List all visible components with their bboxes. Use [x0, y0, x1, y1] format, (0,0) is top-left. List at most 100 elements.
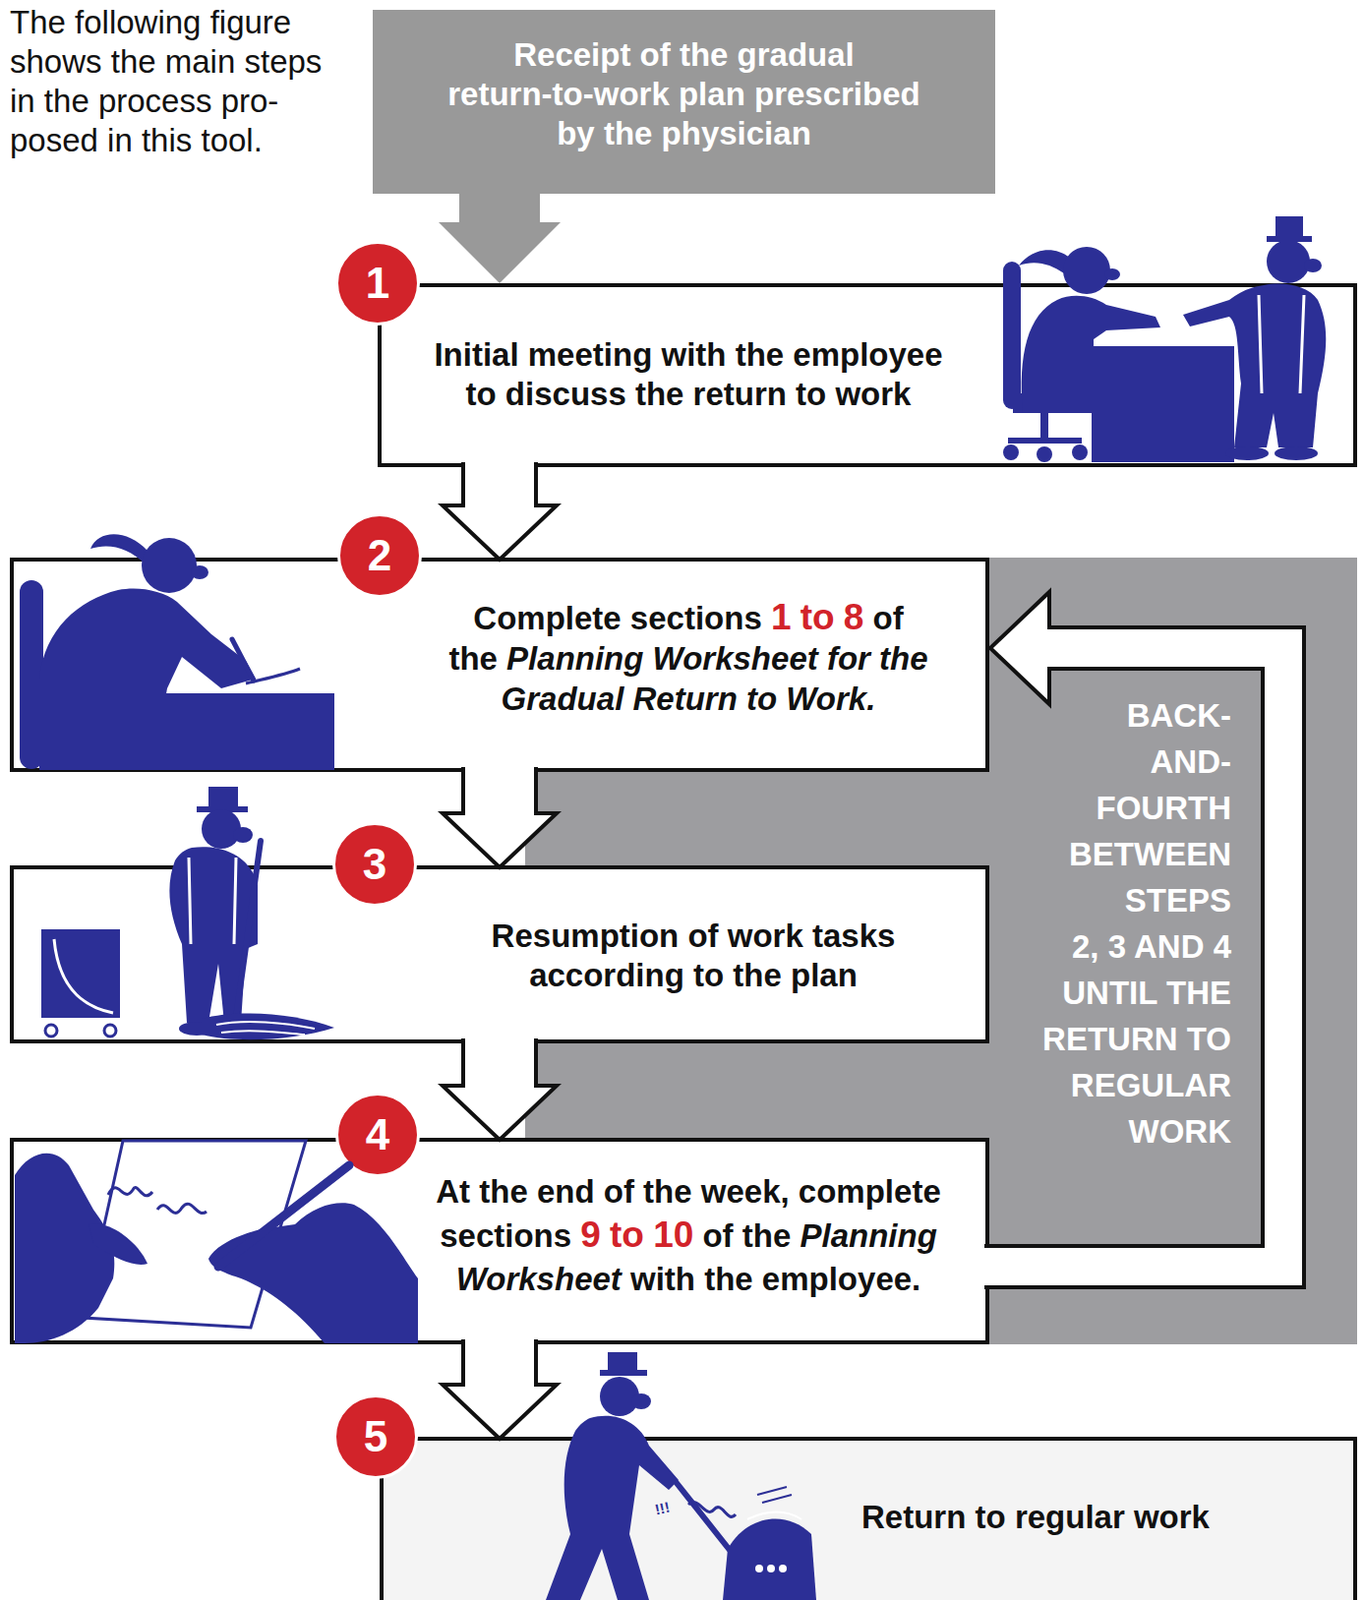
text-word: according	[529, 956, 685, 994]
text-line: sections 9 to 10 of the Planning	[439, 1213, 938, 1258]
text-line: posed in this tool.	[9, 120, 322, 161]
text-word: pro-	[221, 82, 280, 119]
text-word: plan	[678, 75, 746, 113]
text-word: the	[732, 956, 782, 994]
process-box: 2Complete sections 1 to 8 of the Plannin…	[9, 557, 990, 772]
text-word: AND	[1133, 928, 1205, 965]
text-word: BACK-	[1126, 697, 1232, 734]
text-word: main	[165, 43, 237, 80]
text-word: employee.	[762, 1260, 921, 1298]
text-word: !!!	[652, 1498, 671, 1519]
text-word: THE	[1166, 974, 1232, 1011]
text-line: BETWEEN	[1068, 830, 1232, 878]
text-word: 3	[1108, 928, 1127, 965]
text-word: RETURN	[1042, 1020, 1179, 1058]
step-text: Complete sections 1 to 8 of the Planning…	[393, 557, 984, 759]
text-word: sections	[630, 599, 763, 637]
text-word: sections	[439, 1217, 572, 1254]
text-line: At the end of the week, complete	[435, 1170, 941, 1214]
text-word: week,	[701, 1173, 790, 1210]
text-word: of	[603, 1173, 635, 1210]
text-word: of	[873, 599, 904, 637]
text-line: Resumption of work tasks	[491, 916, 896, 956]
sound-mark: !!!	[653, 1499, 672, 1519]
hat-top	[1275, 216, 1304, 238]
text-word: the	[635, 375, 685, 413]
loop-arrow	[984, 592, 1305, 1288]
text-line: in the process pro-	[9, 81, 322, 121]
text-word: to	[746, 680, 777, 717]
arrow-fill	[442, 1038, 557, 1140]
text-word: 9	[580, 1214, 601, 1255]
arrow-outline	[984, 592, 1305, 1288]
text-word: TO	[1186, 1020, 1232, 1058]
step-number: 1	[335, 240, 420, 326]
man-nose	[631, 1393, 652, 1410]
text-line: Receipt of the gradual	[513, 35, 855, 75]
text-word: return-to-work	[447, 75, 670, 113]
text-line: shows the main steps	[9, 42, 322, 82]
text-word: to	[800, 596, 835, 638]
hat-top	[208, 786, 238, 809]
text-word: 8	[843, 596, 865, 638]
text-word: steps	[243, 43, 322, 80]
text-line: 2, 3 AND 4	[1071, 923, 1232, 970]
text-word: Work.	[785, 680, 876, 717]
text-word: meeting	[528, 336, 653, 373]
step-number: 2	[337, 513, 422, 598]
text-word: complete	[798, 1173, 942, 1210]
text-word: prescribed	[754, 75, 921, 113]
step-text: At the end of the week, complete section…	[393, 1137, 984, 1333]
text-word: tasks	[812, 917, 895, 954]
text-word: Planning	[506, 640, 644, 677]
text-word: the	[735, 336, 785, 373]
arrow-fill	[442, 462, 557, 560]
text-word: tool.	[200, 121, 262, 159]
text-word: Receipt	[513, 36, 631, 73]
step-text: Resumption of work tasks according to th…	[398, 865, 989, 1047]
text-line: WORK	[1128, 1108, 1232, 1155]
text-word: the	[879, 640, 929, 677]
text-word: BETWEEN	[1068, 835, 1232, 873]
entry-arrow	[438, 192, 561, 284]
text-word: Return	[632, 680, 737, 717]
text-word: discuss	[505, 375, 627, 413]
hat-top	[607, 1352, 638, 1372]
text-line: to discuss the return to work	[466, 374, 912, 415]
text-line: UNTIL THE	[1062, 969, 1232, 1016]
text-word: to	[693, 956, 724, 994]
text-line: Gradual Return to Work.	[501, 678, 877, 719]
text-word: the	[44, 82, 90, 119]
text-word: of	[687, 917, 718, 954]
text-word: regular	[1014, 1498, 1126, 1536]
intro-note: The following figure shows the main step…	[9, 2, 322, 161]
text-word: FOURTH	[1096, 789, 1232, 827]
arrow-outline	[442, 462, 557, 560]
text-word: in	[9, 82, 36, 119]
text-word: the	[704, 1260, 754, 1298]
text-word: AND-	[1150, 743, 1232, 780]
start-text: Receipt of the gradual return-to-work pl…	[372, 9, 996, 179]
text-line: !!!	[653, 1499, 672, 1519]
text-word: work	[834, 375, 911, 413]
text-word: Return	[861, 1498, 966, 1536]
text-line: Complete sections 1 to 8 of	[473, 596, 903, 639]
step-text: Initial meeting with the employee to dis…	[393, 283, 984, 466]
text-word: WORK	[1128, 1113, 1232, 1150]
text-line: REGULAR	[1070, 1062, 1232, 1109]
text-word: At	[435, 1173, 471, 1210]
text-word: plan	[790, 956, 858, 994]
text-word: this	[141, 121, 192, 159]
woman-ponytail	[1018, 249, 1070, 274]
text-word: 4	[1213, 928, 1232, 965]
arrow-outline	[442, 1339, 557, 1439]
man-head	[599, 1376, 640, 1417]
text-word: the	[679, 36, 729, 73]
text-word: STEPS	[1125, 882, 1232, 919]
text-word: with	[630, 1260, 696, 1298]
arrow-outline	[442, 767, 557, 868]
text-line: RETURN TO	[1042, 1015, 1232, 1063]
text-line: the Planning Worksheet for the	[448, 638, 928, 679]
text-word: of	[702, 1217, 733, 1254]
text-word: by	[556, 115, 595, 152]
